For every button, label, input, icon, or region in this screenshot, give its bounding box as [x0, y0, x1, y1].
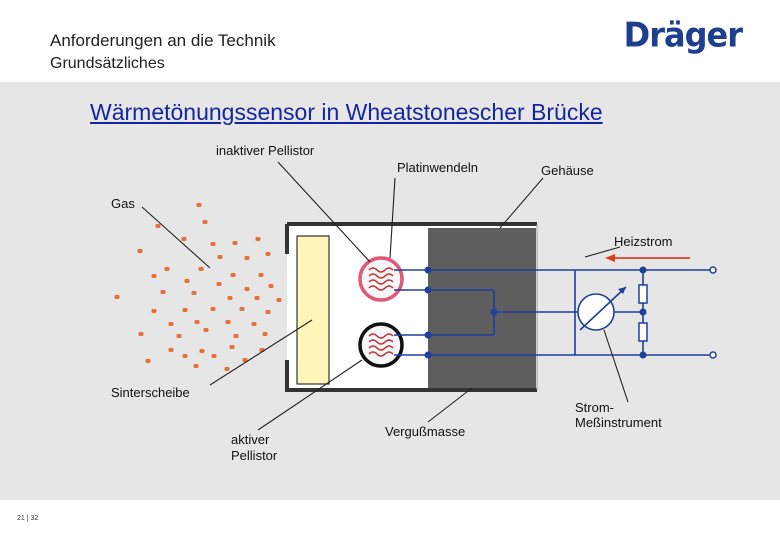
- gas-particle: [151, 309, 157, 313]
- housing-wall: [285, 222, 537, 392]
- gas-particle: [176, 334, 182, 338]
- label-heating-current: Heizstrom: [614, 234, 673, 249]
- terminal-bottom: [709, 351, 717, 359]
- gas-particle: [151, 274, 157, 278]
- label-current-meter-line2: Meßinstrument: [575, 415, 662, 430]
- label-platinum-coils: Platinwendeln: [397, 160, 478, 175]
- gas-particle: [254, 296, 260, 300]
- gas-particle: [216, 282, 222, 286]
- gas-particle: [155, 224, 161, 228]
- gas-particle: [255, 237, 261, 241]
- gas-particle: [193, 364, 199, 368]
- gas-particle: [232, 241, 238, 245]
- slide-title: Wärmetönungssensor in Wheatstonescher Br…: [90, 99, 603, 125]
- wire-junctions: [424, 266, 647, 359]
- gas-particle: [184, 279, 190, 283]
- gas-particle: [268, 284, 274, 288]
- gas-particle: [265, 310, 271, 314]
- label-sinter-disc: Sinterscheibe: [111, 385, 190, 400]
- label-housing: Gehäuse: [541, 163, 594, 178]
- label-active-pellistor-line1: aktiver: [231, 432, 270, 447]
- active-pellistor: [358, 322, 404, 368]
- gas-particle: [203, 328, 209, 332]
- gas-particle: [244, 256, 250, 260]
- resistor-upper: [638, 284, 648, 304]
- gas-particle: [211, 354, 217, 358]
- inactive-platinum-coil: [368, 267, 394, 291]
- gas-particle: [160, 290, 166, 294]
- gas-particle: [233, 334, 239, 338]
- header-subtitle: Grundsätzliches: [50, 55, 165, 72]
- slide-header: Anforderungen an die Technik Grundsätzli…: [0, 0, 780, 82]
- label-inactive-pellistor: inaktiver Pellistor: [216, 143, 315, 158]
- label-active-pellistor-line2: Pellistor: [231, 448, 278, 463]
- gas-particle: [265, 252, 271, 256]
- gas-particle: [210, 242, 216, 246]
- gas-particle: [168, 322, 174, 326]
- resistor-lower: [638, 322, 648, 342]
- header-title: Anforderungen an die Technik: [50, 31, 276, 50]
- meter-needle: [579, 286, 627, 331]
- terminal-top: [709, 266, 717, 274]
- gas-particle: [230, 273, 236, 277]
- gas-particle: [276, 298, 282, 302]
- gas-particle: [138, 332, 144, 336]
- gas-particle: [114, 295, 120, 299]
- gas-particle: [210, 307, 216, 311]
- gas-particle: [239, 307, 245, 311]
- gas-particle: [224, 367, 230, 371]
- gas-particle: [182, 308, 188, 312]
- active-platinum-coil: [368, 333, 394, 357]
- gas-particle: [227, 296, 233, 300]
- gas-particle: [229, 345, 235, 349]
- page-number: 21 | 32: [17, 515, 39, 522]
- gas-particle: [262, 332, 268, 336]
- potting-compound: [428, 228, 536, 388]
- gas-particle: [191, 291, 197, 295]
- gas-particle: [199, 349, 205, 353]
- label-current-meter-line1: Strom-: [575, 400, 614, 415]
- gas-particle: [244, 287, 250, 291]
- label-gas: Gas: [111, 196, 135, 211]
- gas-particle: [145, 359, 151, 363]
- gas-particle: [198, 267, 204, 271]
- gas-particle: [225, 320, 231, 324]
- gas-particle: [181, 237, 187, 241]
- gas-particle: [168, 348, 174, 352]
- gas-particle: [258, 273, 264, 277]
- gas-particle: [202, 220, 208, 224]
- gas-particle: [251, 322, 257, 326]
- draeger-logo: Dräger: [623, 15, 743, 55]
- gas-particle: [182, 354, 188, 358]
- leader-lines: [141, 161, 629, 431]
- gas-particle: [242, 358, 248, 362]
- gas-particle: [194, 320, 200, 324]
- label-potting-compound: Vergußmasse: [385, 424, 465, 439]
- current-meter: [577, 293, 615, 331]
- heating-current-arrowhead: [605, 254, 615, 262]
- gas-particle: [217, 255, 223, 259]
- meter-needle-arrowhead: [618, 287, 626, 294]
- gas-particle: [164, 267, 170, 271]
- gas-particle: [196, 203, 202, 207]
- gas-particle: [137, 249, 143, 253]
- inactive-pellistor: [358, 256, 404, 302]
- sinter-disc: [296, 235, 330, 385]
